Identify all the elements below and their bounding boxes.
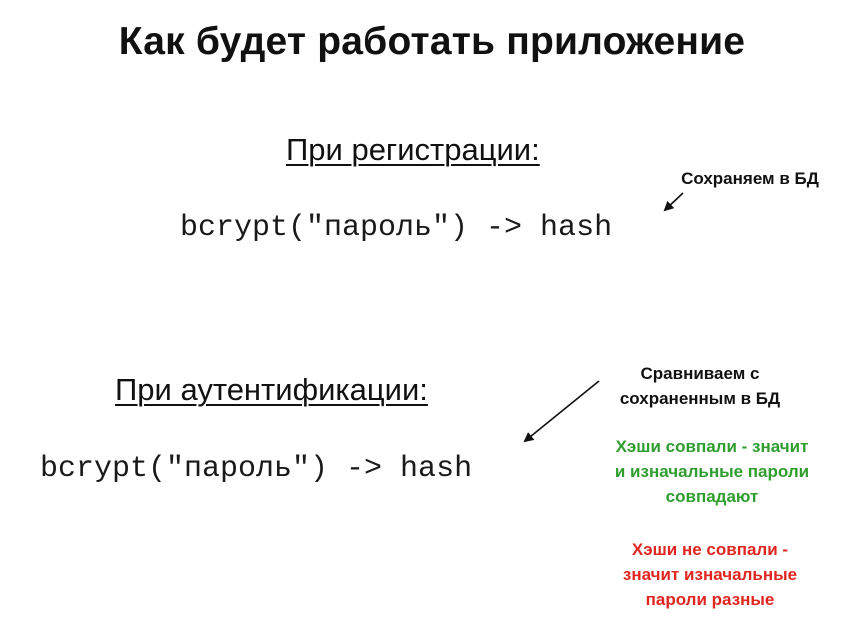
hashes-match-line: Хэши совпали - значит	[615, 437, 809, 456]
hashes-mismatch-note: Хэши не совпали - значит изначальные пар…	[590, 537, 830, 612]
save-to-db-note: Сохраняем в БД	[681, 169, 819, 188]
authentication-heading: При аутентификации:	[115, 372, 428, 407]
hashes-match-line: и изначальные пароли	[614, 462, 810, 481]
compare-note-line: сохраненным в БД	[619, 389, 781, 408]
compare-note: Сравниваем с сохраненным в БД	[590, 361, 810, 411]
hashes-match-note: Хэши совпали - значит и изначальные паро…	[582, 434, 842, 509]
save-arrow-icon	[663, 192, 684, 212]
hashes-mismatch-line: Хэши не совпали -	[631, 540, 789, 559]
authentication-code: bcrypt("пароль") -> hash	[40, 452, 473, 486]
hashes-mismatch-line: пароли разные	[645, 590, 775, 609]
hashes-mismatch-line: значит изначальные	[622, 565, 798, 584]
registration-code: bcrypt("пароль") -> hash	[180, 211, 613, 245]
page-title: Как будет работать приложение	[118, 20, 746, 63]
compare-note-line: Сравниваем с	[640, 364, 760, 383]
registration-heading: При регистрации:	[286, 132, 540, 167]
compare-arrow-icon	[523, 380, 600, 443]
hashes-match-line: совпадают	[665, 487, 759, 506]
